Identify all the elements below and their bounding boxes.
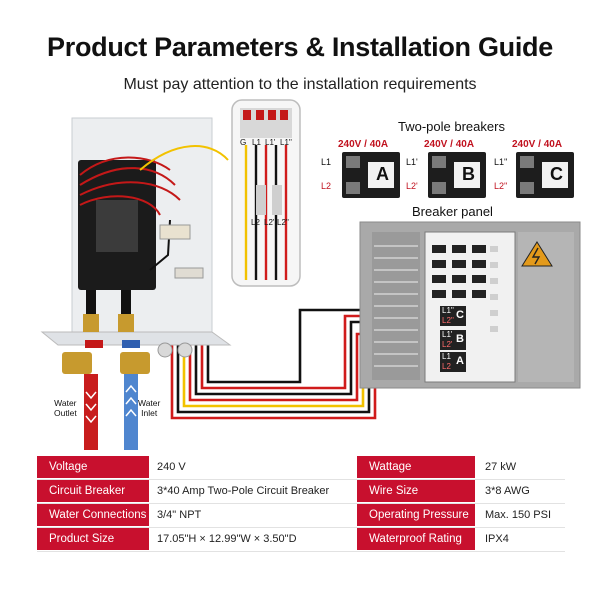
spec-value: IPX4 — [485, 533, 509, 545]
panel-c-letter: C — [456, 309, 464, 321]
terminal-l1-label: L1 — [252, 138, 261, 147]
panel-c-l1: L1'' — [442, 306, 454, 315]
terminal-closeup — [231, 99, 301, 287]
spec-label: Circuit Breaker — [37, 480, 149, 502]
spec-value: 3*8 AWG — [485, 485, 530, 497]
terminal-l2-label: L2 — [251, 218, 260, 227]
terminal-l1pp-label: L1'' — [280, 138, 292, 147]
spec-value: 3*40 Amp Two-Pole Circuit Breaker — [157, 485, 330, 497]
spec-label: Wattage — [357, 456, 475, 478]
breaker-b-l1: L1' — [406, 157, 418, 167]
spec-value: 240 V — [157, 461, 186, 473]
water-inlet-label: Water Inlet — [138, 398, 161, 418]
spec-label: Voltage — [37, 456, 149, 478]
breaker-panel-heading: Breaker panel — [412, 204, 493, 219]
panel-c-l2: L2'' — [442, 316, 454, 325]
breaker-a-rating: 240V / 40A — [338, 139, 389, 150]
spec-value: 3/4" NPT — [157, 509, 202, 521]
breaker-c-l1: L1'' — [494, 157, 508, 167]
outlet-pipe — [84, 374, 98, 450]
terminal-g-label: G — [240, 138, 247, 147]
spec-label: Waterproof Rating — [357, 528, 475, 550]
spec-row: Voltage 240 V Wattage 27 kW — [37, 456, 565, 480]
spec-label: Wire Size — [357, 480, 475, 502]
panel-a-l2: L2 — [442, 362, 451, 371]
terminal-l2pp-label: L2'' — [277, 218, 289, 227]
panel-b-l1: L1' — [442, 330, 453, 339]
panel-b-letter: B — [456, 333, 464, 345]
water-outlet-label: Water Outlet — [54, 398, 77, 418]
two-pole-breaker-b — [428, 152, 486, 198]
breaker-a-l1: L1 — [321, 157, 332, 167]
spec-label: Water Connections — [37, 504, 149, 526]
breaker-c-rating: 240V / 40A — [512, 139, 563, 150]
breaker-b-l2: L2' — [406, 181, 418, 191]
spec-label: Operating Pressure — [357, 504, 475, 526]
breaker-c-l2: L2'' — [494, 181, 508, 191]
breaker-b-letter: B — [462, 164, 475, 184]
panel-a-letter: A — [456, 355, 464, 367]
breaker-c-letter: C — [550, 164, 563, 184]
page-title: Product Parameters & Installation Guide — [47, 32, 553, 62]
terminal-l1p-label: L1' — [265, 138, 276, 147]
spec-label: Product Size — [37, 528, 149, 550]
water-heater — [40, 117, 232, 374]
two-pole-breaker-a — [342, 152, 400, 198]
two-pole-breakers-heading: Two-pole breakers — [398, 119, 505, 134]
page-subtitle: Must pay attention to the installation r… — [123, 76, 477, 93]
panel-b-l2: L2' — [442, 340, 453, 349]
terminal-l2p-label: L2' — [264, 218, 275, 227]
spec-value: 17.05"H × 12.99"W × 3.50"D — [157, 533, 297, 545]
spec-row: Product Size 17.05"H × 12.99"W × 3.50"D … — [37, 528, 565, 552]
two-pole-breaker-c — [516, 152, 574, 198]
spec-row: Water Connections 3/4" NPT Operating Pre… — [37, 504, 565, 528]
breaker-panel-box — [359, 221, 581, 389]
spec-value: Max. 150 PSI — [485, 509, 552, 521]
breaker-a-l2: L2 — [321, 181, 332, 191]
spec-row: Circuit Breaker 3*40 Amp Two-Pole Circui… — [37, 480, 565, 504]
installation-diagram — [40, 99, 581, 450]
inlet-pipe — [124, 374, 138, 450]
spec-value: 27 kW — [485, 461, 517, 473]
breaker-a-letter: A — [376, 164, 389, 184]
spec-table: Voltage 240 V Wattage 27 kW Circuit Brea… — [37, 456, 565, 552]
panel-a-l1: L1 — [442, 352, 451, 361]
breaker-b-rating: 240V / 40A — [424, 139, 475, 150]
